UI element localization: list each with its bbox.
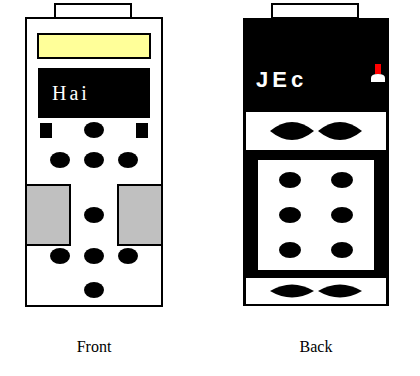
eye-band [246, 278, 386, 304]
gray-key [26, 185, 70, 245]
gray-key [118, 185, 162, 245]
square-key [136, 123, 148, 138]
display-box: Hai [38, 68, 150, 118]
display-text: Hai [52, 82, 90, 104]
back-device: JEcBack [236, 0, 396, 370]
brand-label: JEc [256, 68, 307, 92]
yellow-bar [38, 34, 150, 58]
back-keypad [258, 160, 374, 270]
front-device [26, 4, 162, 306]
back-device [243, 4, 389, 306]
round-keys [50, 122, 138, 298]
square-key [40, 123, 52, 138]
front-device: Front Hai [20, 0, 168, 370]
eye-band [246, 112, 386, 150]
caption: Front [77, 338, 112, 356]
back-body [243, 18, 389, 306]
front-body [26, 18, 162, 306]
alarm-icon [371, 64, 385, 82]
caption: Back [300, 338, 333, 356]
front-tab [55, 4, 131, 18]
back-tab [272, 4, 358, 18]
